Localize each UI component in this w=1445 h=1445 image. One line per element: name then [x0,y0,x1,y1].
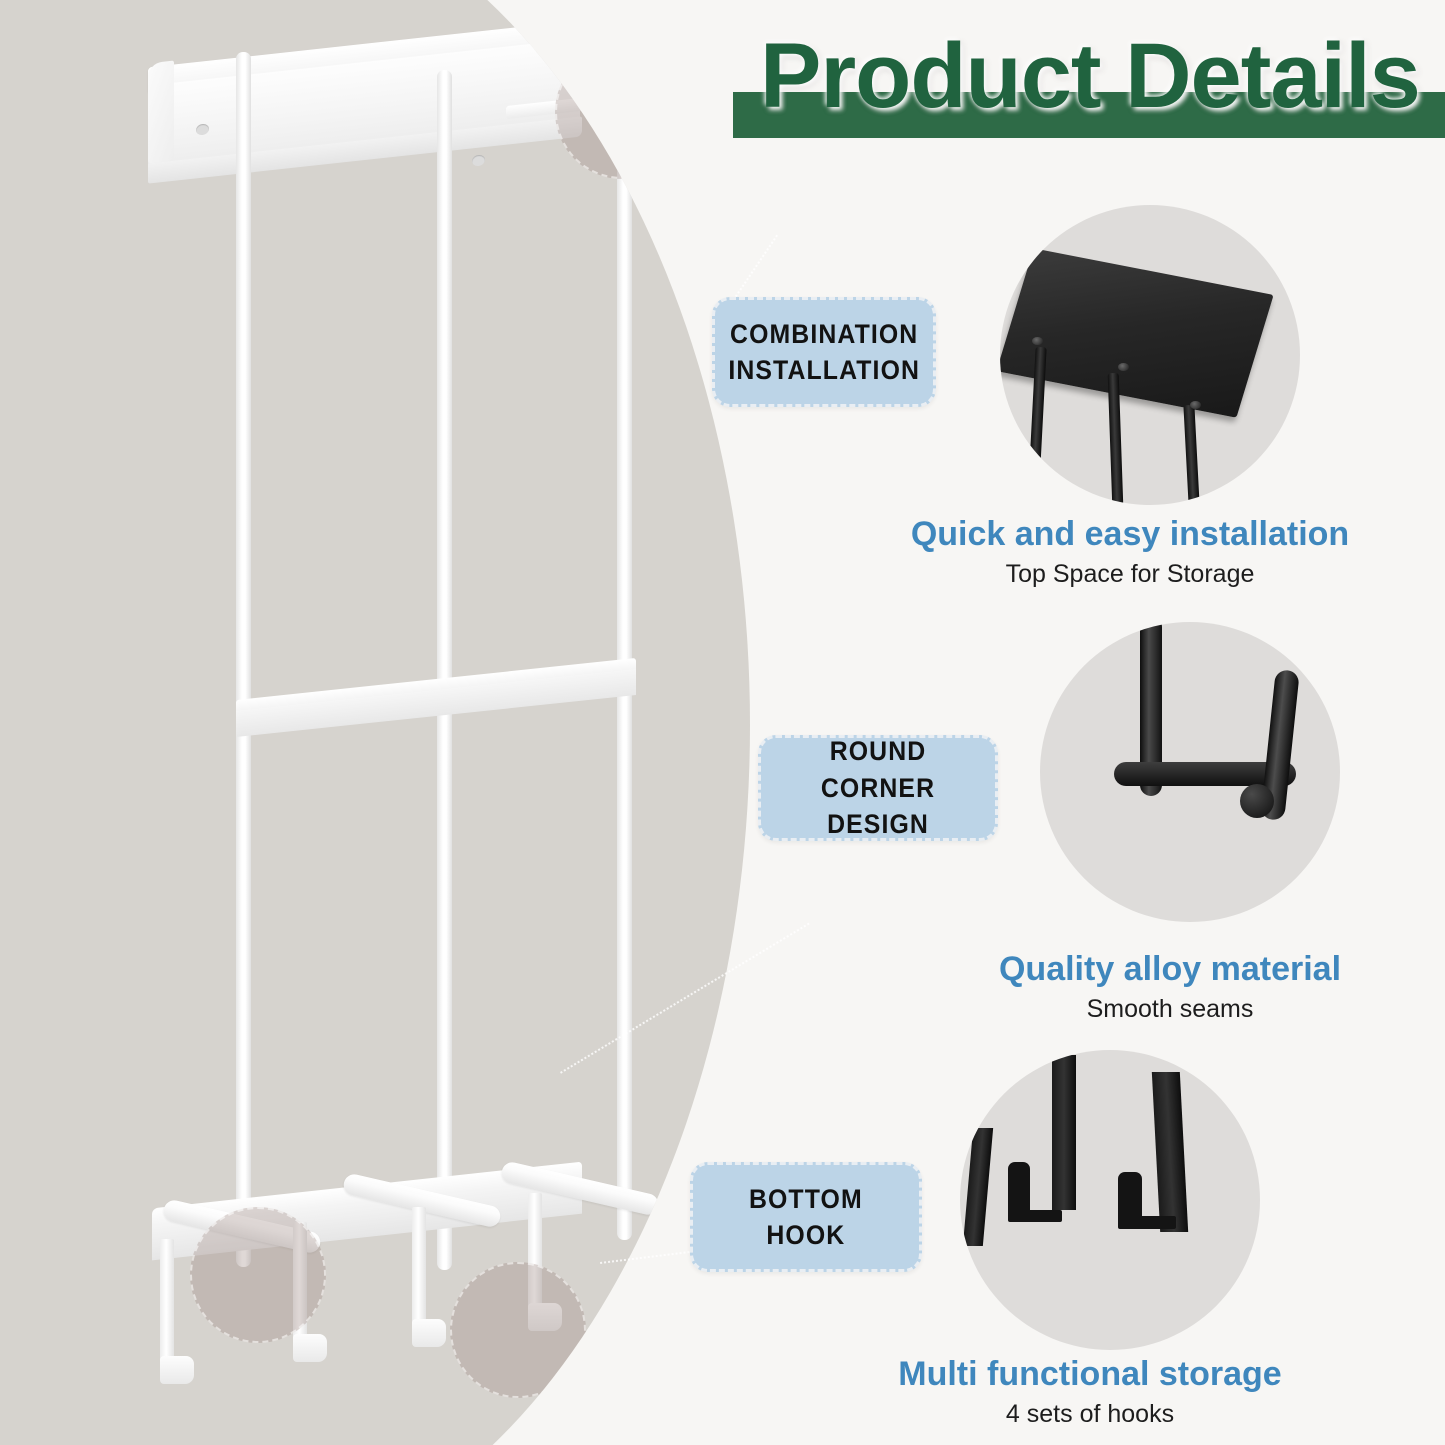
product-photo-panel [0,0,750,1445]
callout-combination-installation: COMBINATION INSTALLATION [712,297,936,407]
header-green-bar-wrap [733,92,1445,138]
feature-subtitle: Top Space for Storage [1005,560,1255,589]
feature-subtitle: 4 sets of hooks [1005,1400,1175,1429]
hook-blade [1151,1072,1189,1232]
bottom-hook-tip [293,1334,327,1362]
feature-headline: Quick and easy installation [910,515,1350,553]
callout-round-corner-design: ROUND CORNER DESIGN [758,735,998,841]
callout-line-1: ROUND CORNER [820,736,936,803]
page-title: Product Details [760,25,1421,127]
vertical-post [236,52,251,1267]
shelf-leg [1183,404,1200,505]
callout-line-2: HOOK [766,1220,846,1250]
j-hook-base [1008,1210,1062,1222]
j-hook [1008,1162,1030,1220]
title-underline-bar [733,92,1445,138]
feature-headline: Quality alloy material [998,950,1342,988]
screw-icon [1118,363,1129,371]
highlight-spot-marker [555,45,689,179]
feature-image-round-corner-joint [1040,622,1340,922]
bottom-hook-tip [412,1319,446,1347]
top-shelf-left-end [148,60,174,164]
callout-line-1: BOTTOM [749,1183,863,1214]
mounting-hole-icon [472,154,485,167]
vertical-tube [1140,622,1162,796]
bottom-hook-tip [160,1356,194,1384]
callout-line-1: COMBINATION [729,318,919,349]
vertical-post [437,70,452,1270]
bottom-hook [160,1239,174,1374]
j-hook [1118,1172,1142,1224]
white-metal-storage-rack-render [148,20,689,1398]
feature-headline: Multi functional storage [898,1355,1282,1393]
callout-bottom-hook: BOTTOM HOOK [690,1162,922,1272]
hook-blade [962,1128,994,1246]
highlight-spot-marker [450,1262,586,1398]
hook-blade [1052,1055,1076,1210]
feature-subtitle: Smooth seams [1086,995,1254,1024]
feature-image-black-shelf-top [1000,205,1300,505]
callout-line-2: DESIGN [827,809,929,840]
callout-line-2: INSTALLATION [728,355,920,385]
j-hook-base [1118,1216,1176,1229]
feature-caption-quick-easy-installation: Quick and easy installation Top Space fo… [850,515,1410,591]
screw-icon [1190,401,1201,409]
feature-caption-multi-functional-storage: Multi functional storage 4 sets of hooks [810,1355,1370,1431]
screw-icon [1032,337,1043,345]
feature-image-black-j-hooks [960,1050,1260,1350]
bottom-hook [412,1207,426,1337]
feature-caption-quality-alloy-material: Quality alloy material Smooth seams [890,950,1445,1026]
tube-end-cap [1240,784,1274,818]
highlight-spot-marker [190,1207,326,1343]
